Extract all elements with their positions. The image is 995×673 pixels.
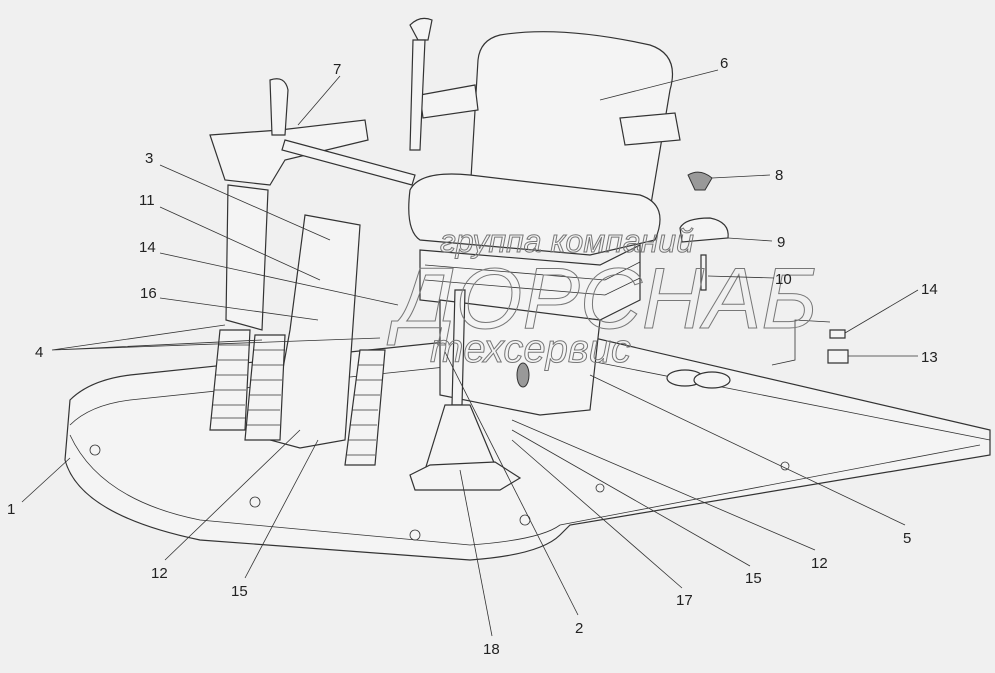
callout-labels: 7 6 3 11 14 16 4 8 9 10 14 13 1 12 15 2 … bbox=[7, 55, 938, 658]
watermark: группа компаний ДОРСНАБ техсервис bbox=[387, 223, 818, 372]
callout-15: 15 bbox=[231, 583, 248, 600]
callout-15b: 15 bbox=[745, 570, 762, 587]
callout-4: 4 bbox=[35, 344, 43, 361]
callout-13: 13 bbox=[921, 349, 938, 366]
callout-9: 9 bbox=[777, 234, 785, 251]
rear-control-lever bbox=[409, 17, 433, 151]
callout-16: 16 bbox=[140, 285, 157, 302]
callout-12b: 12 bbox=[811, 555, 828, 572]
svg-text:техсервис: техсервис bbox=[430, 327, 631, 371]
callout-17: 17 bbox=[676, 592, 693, 609]
callout-12: 12 bbox=[151, 565, 168, 582]
callout-10: 10 bbox=[775, 271, 792, 288]
callout-2: 2 bbox=[575, 620, 583, 637]
leader-lines bbox=[21, 69, 919, 637]
callout-7: 7 bbox=[333, 61, 341, 78]
operator-seat bbox=[408, 31, 681, 416]
svg-text:ДОРСНАБ: ДОРСНАБ bbox=[387, 251, 817, 347]
bellows-levers bbox=[209, 329, 386, 466]
callout-5: 5 bbox=[903, 530, 911, 547]
loose-fasteners bbox=[666, 171, 849, 389]
floor-joystick-with-boot bbox=[409, 289, 522, 491]
callout-18: 18 bbox=[483, 641, 500, 658]
callout-3: 3 bbox=[145, 150, 153, 167]
callout-1: 1 bbox=[7, 501, 15, 518]
callout-8: 8 bbox=[775, 167, 783, 184]
callout-6: 6 bbox=[720, 55, 728, 72]
callout-14b: 14 bbox=[921, 281, 938, 298]
callout-11: 11 bbox=[139, 192, 155, 209]
callout-14: 14 bbox=[139, 239, 156, 256]
left-control-console bbox=[209, 78, 416, 449]
svg-text:группа компаний: группа компаний bbox=[440, 223, 694, 259]
